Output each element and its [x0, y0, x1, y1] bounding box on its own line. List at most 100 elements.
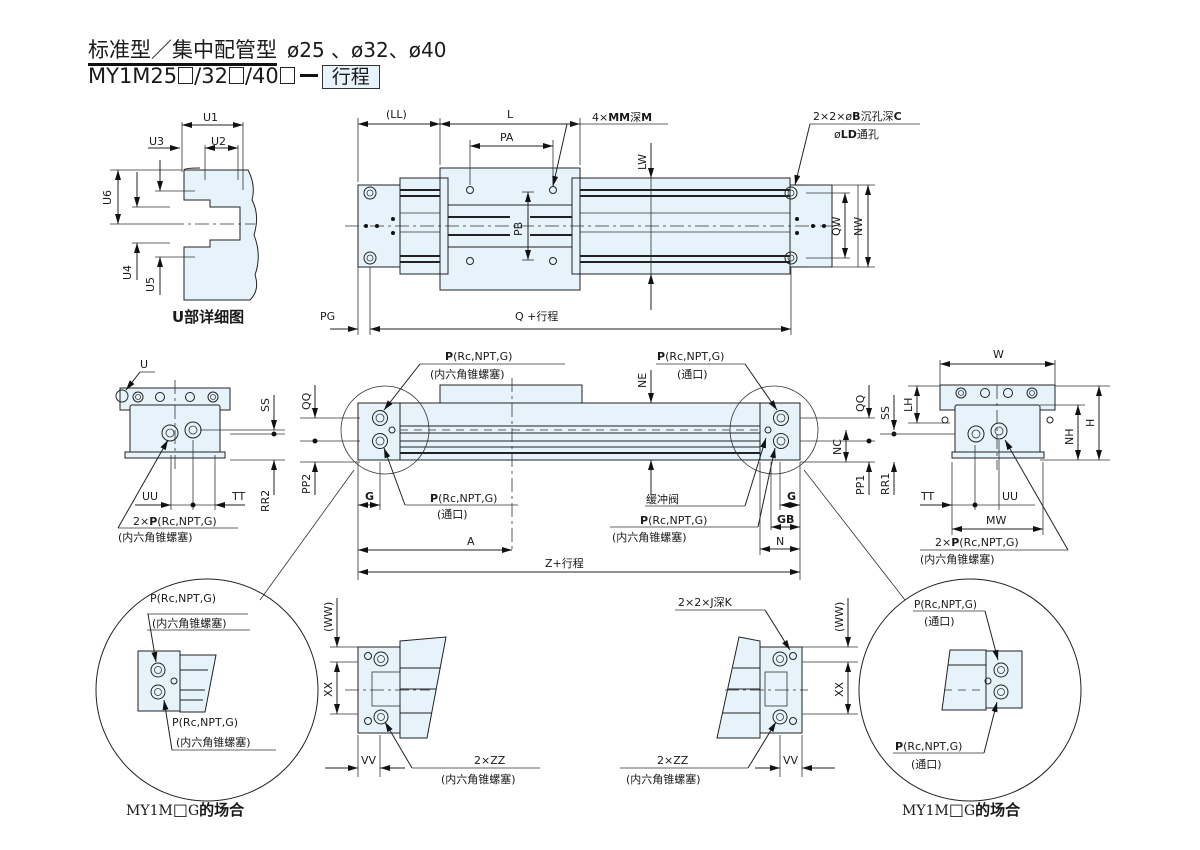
label-lh: LH — [902, 398, 915, 412]
label-p-top-left-note: (内六角锥螺塞) — [430, 367, 505, 381]
label-p-bottom-left: P(Rc,NPT,G) — [430, 492, 497, 505]
label-pb: PB — [512, 222, 525, 236]
front-view: P(Rc,NPT,G) (内六角锥螺塞) P(Rc,NPT,G) (通口) P(… — [259, 350, 960, 601]
label-ne: NE — [636, 373, 649, 388]
label-mm-note: 4×MM深M — [592, 111, 652, 124]
dash-icon — [299, 74, 318, 77]
label-jk: 2×2×J深K — [678, 596, 733, 609]
detail-end-block — [985, 650, 1023, 709]
option-square-icon — [279, 67, 295, 84]
end-hole-icon — [132, 391, 219, 403]
u-detail-caption: U部详细图 — [172, 308, 244, 326]
label-detail-left-p-top-note: (内六角锥螺塞) — [152, 616, 227, 630]
label-pg: PG — [320, 310, 335, 323]
label-xx-right: XX — [833, 681, 846, 697]
label-detail-left-p-bottom-note: (内六角锥螺塞) — [176, 735, 251, 749]
label-u3: U3 — [149, 135, 164, 148]
detail-circle-right: P(Rc,NPT,G) (通口) P(Rc,NPT,G) (通口) MY1M□G… — [858, 578, 1082, 819]
label-ll: (LL) — [386, 108, 407, 121]
cylinder-side — [357, 402, 801, 461]
label-p-top-left: P(Rc,NPT,G) — [445, 350, 512, 363]
plug-icon — [388, 426, 396, 434]
slide-table — [439, 167, 581, 291]
label-q-stroke: Q +行程 — [515, 310, 558, 323]
label-ld-note: øLD通孔 — [834, 128, 879, 141]
label-pa: PA — [500, 131, 514, 144]
label-p-bottom-right: P(Rc,NPT,G) — [640, 514, 707, 527]
label-rr1: RR1 — [879, 473, 892, 495]
label-g-right: G — [787, 490, 796, 503]
label-tt-right: TT — [920, 490, 935, 503]
stroke-box: 行程 — [321, 65, 380, 89]
u-slot-icon — [115, 389, 129, 403]
detail-circle-right-marker — [729, 385, 819, 475]
end-hole-icon — [941, 387, 1054, 424]
label-detail-right-p-bottom-note: (通口) — [911, 758, 942, 771]
label-detail-left-p-bottom: P(Rc,NPT,G) — [172, 716, 238, 729]
detail-end-block — [137, 650, 181, 712]
title-main: 标准型／集中配管型 — [88, 38, 277, 66]
label-detail-right-p-top-note: (通口) — [924, 615, 955, 628]
u-detail-view: U1 U2 U3 U6 U4 U5 U部详细图 — [101, 111, 259, 326]
label-zz-right-note: (内六角锥螺塞) — [626, 772, 701, 786]
label-ww-left: (WW) — [322, 602, 335, 632]
right-end-body — [954, 404, 1041, 458]
model-sep-32: /32 — [194, 64, 228, 88]
label-nh: NH — [1063, 429, 1076, 446]
port-icon — [967, 422, 1008, 443]
label-u: U — [140, 358, 148, 371]
label-uu-left: UU — [142, 490, 158, 503]
model-sep-40: /40 — [244, 64, 279, 88]
detail-left-caption: MY1M□G的场合 — [126, 800, 245, 819]
label-nw: NW — [852, 217, 865, 236]
label-u4: U4 — [121, 265, 134, 280]
u-corner — [183, 167, 201, 171]
u-slot-profile — [183, 169, 259, 301]
left-end-view: U SS RR2 UU TT 2×P(Rc,NPT,G) (内六角锥螺塞) — [115, 358, 285, 544]
top-view: (LL) L PA PB 4×MM深M LW 2×2×øB沉孔深C øLD通孔 … — [320, 108, 920, 335]
label-vv-right: VV — [783, 754, 799, 767]
label-p-top-right: P(Rc,NPT,G) — [657, 350, 724, 363]
label-zz-right: 2×ZZ — [657, 754, 689, 767]
label-u2: U2 — [211, 135, 226, 148]
label-g-left: G — [365, 490, 374, 503]
label-ww-right: (WW) — [833, 602, 846, 632]
detail-circle-left: P(Rc,NPT,G) (内六角锥螺塞) P(Rc,NPT,G) (内六角锥螺塞… — [95, 578, 319, 819]
port-icon — [372, 410, 789, 449]
left-end-cover-side — [357, 402, 401, 461]
label-p-top-right-note: (通口) — [677, 368, 708, 381]
label-cushion-valve: 缓冲阀 — [646, 492, 679, 506]
right-end-cover-side — [759, 402, 801, 461]
label-ss-right: SS — [879, 406, 892, 420]
detail-circle-left-marker — [340, 385, 430, 475]
title-bore-sizes: ø25 、ø32、ø40 — [287, 38, 447, 62]
model-prefix: MY1M25 — [88, 64, 178, 88]
label-uu-right: UU — [1002, 490, 1018, 503]
label-h: H — [1084, 419, 1097, 427]
page-title: 标准型／集中配管型 ø25 、ø32、ø40 — [88, 34, 447, 66]
label-p-note-left-2: (内六角锥螺塞) — [118, 530, 193, 544]
label-p-note-right: 2×P(Rc,NPT,G) — [935, 536, 1019, 549]
right-end-view: W LH NH H TT UU MW 2×P(Rc,NPT,G) (内六角锥螺塞… — [902, 348, 1110, 566]
option-square-icon — [178, 67, 194, 84]
label-p-bottom-left-note: (通口) — [437, 508, 468, 521]
label-pp2: PP2 — [300, 474, 313, 494]
label-ss-left: SS — [259, 398, 272, 412]
port-dot-icon — [364, 217, 826, 235]
label-p-note-right-2: (内六角锥螺塞) — [920, 552, 995, 566]
label-qw: QW — [830, 216, 843, 236]
label-mw: MW — [986, 514, 1006, 527]
bottom-right-end-view: 2×2×J深K (WW) XX VV 2×ZZ (内六角锥螺塞) — [620, 596, 858, 786]
label-u5: U5 — [144, 277, 157, 292]
label-a: A — [467, 535, 475, 548]
option-square-icon — [228, 67, 244, 84]
label-detail-right-p-top: P(Rc,NPT,G) — [914, 599, 977, 611]
tapped-hole-icon — [466, 186, 557, 265]
label-rr2: RR2 — [259, 490, 272, 512]
label-tt-left: TT — [231, 490, 246, 503]
model-code: MY1M25/32/40 行程 — [88, 64, 380, 89]
label-pp1: PP1 — [854, 475, 867, 495]
label-u1: U1 — [203, 111, 218, 124]
label-z-stroke: Z+行程 — [545, 557, 584, 570]
